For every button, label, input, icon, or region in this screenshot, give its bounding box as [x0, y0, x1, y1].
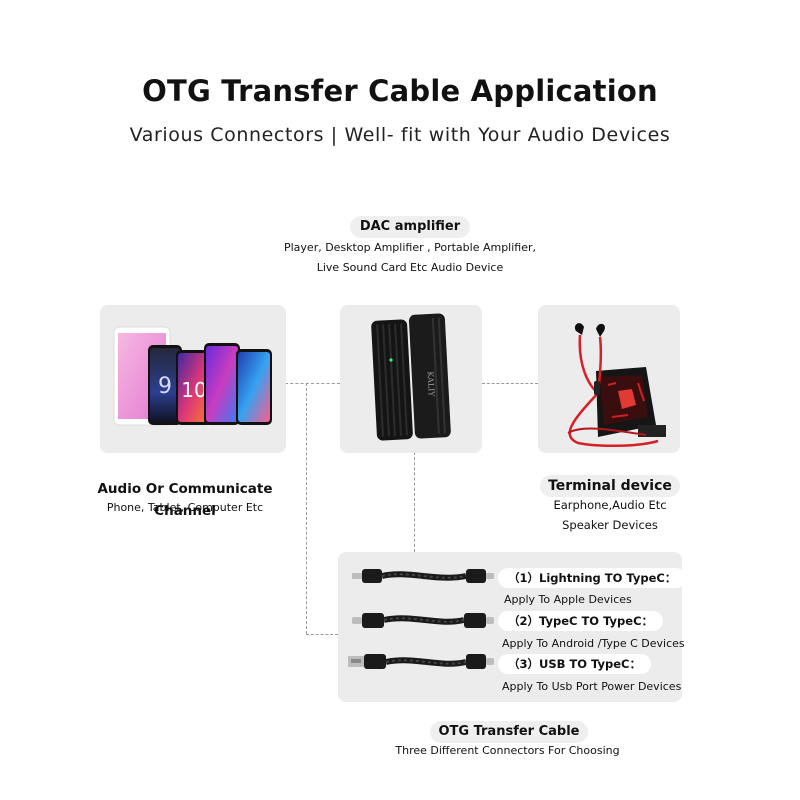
page-subtitle: Various Connectors | Well- fit with Your…	[129, 124, 671, 146]
cable-1-title: （1）Lightning TO TypeC：	[498, 568, 687, 588]
earphone-speaker-image	[567, 323, 666, 448]
dac-label: DAC amplifier	[350, 216, 470, 238]
dac-image: KALIY	[371, 313, 451, 441]
channel-desc: Phone, Tablet, Computer Etc	[106, 501, 264, 514]
cable-1-desc: Apply To Apple Devices	[504, 593, 632, 606]
otg-label: OTG Transfer Cable	[430, 721, 588, 743]
page-title: OTG Transfer Cable Application	[142, 74, 658, 108]
cables-card: （1）Lightning TO TypeC： Apply To Apple De…	[338, 552, 687, 702]
channel-label: Audio Or Communicate Channel	[97, 481, 273, 519]
svg-text:9: 9	[158, 374, 172, 399]
phones-image: 9 10	[113, 326, 272, 426]
connector-line	[482, 383, 538, 384]
svg-text:KALIY: KALIY	[426, 371, 436, 397]
typec-cable	[352, 613, 494, 628]
cable-2-desc: Apply To Android /Type C Devices	[502, 637, 685, 650]
connector-line	[306, 383, 307, 634]
dac-card: KALIY	[340, 305, 482, 453]
svg-text:10: 10	[181, 378, 206, 402]
cables-image	[348, 569, 494, 669]
connector-line	[414, 452, 415, 552]
terminal-desc-line1: Earphone,Audio Etc	[553, 498, 667, 512]
lightning-cable	[352, 569, 494, 583]
phones-card: 9 10	[100, 305, 286, 453]
dac-desc-line2: Live Sound Card Etc Audio Device	[316, 261, 504, 274]
connector-line	[306, 634, 338, 635]
cable-3-desc: Apply To Usb Port Power Devices	[502, 680, 682, 693]
terminal-desc-line2: Speaker Devices	[562, 518, 658, 532]
terminal-label: Terminal device	[540, 475, 680, 497]
connector-line	[285, 383, 340, 384]
dac-desc-line1: Player, Desktop Amplifier , Portable Amp…	[283, 241, 537, 254]
terminal-card	[538, 305, 680, 453]
cable-3-title: （3）USB TO TypeC：	[498, 654, 651, 674]
usb-cable	[348, 654, 494, 669]
cable-2-title: （2）TypeC TO TypeC：	[498, 611, 664, 631]
otg-desc: Three Different Connectors For Choosing	[395, 744, 620, 757]
